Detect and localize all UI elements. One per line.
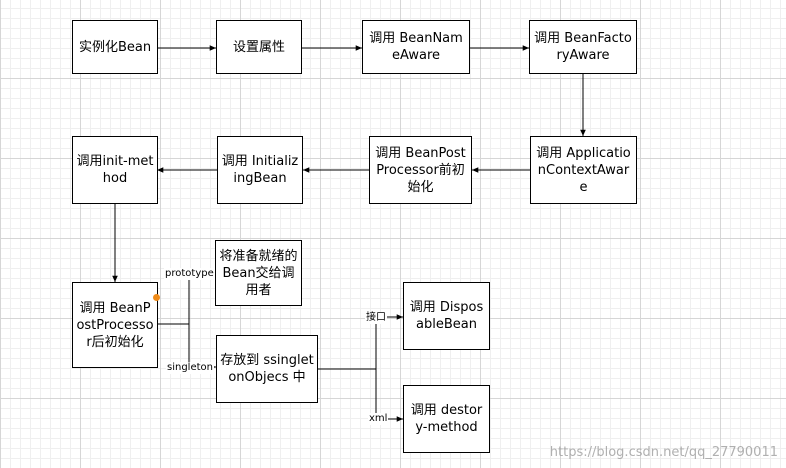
- node-give-to-caller: 将准备就绪的Bean交给调用者: [215, 240, 302, 306]
- node-label: 调用 InitializingBean: [221, 154, 299, 186]
- watermark-text: https://blog.csdn.net/qq_27790011: [549, 445, 778, 460]
- edge-label-singleton: singleton: [166, 362, 214, 374]
- node-disposable-bean: 调用 DisposableBean: [403, 282, 490, 350]
- node-label: 调用 BeanFactoryAware: [534, 31, 632, 63]
- edge-label-prototype: prototype: [164, 268, 215, 280]
- node-label: 调用 ApplicationContextAware: [536, 145, 631, 195]
- node-set-properties: 设置属性: [216, 20, 302, 74]
- node-label: 设置属性: [232, 39, 285, 55]
- node-label: 调用 DisposableBean: [409, 300, 484, 332]
- node-label: 调用 BeanPostProcessor前初始化: [375, 145, 466, 195]
- edge-label-xml: xml: [368, 413, 389, 425]
- node-bean-name-aware: 调用 BeanNameAware: [362, 20, 470, 74]
- node-app-context-aware: 调用 ApplicationContextAware: [530, 136, 637, 204]
- node-bean-factory-aware: 调用 BeanFactoryAware: [529, 20, 637, 74]
- node-label: 实例化Bean: [78, 39, 152, 55]
- node-label: 调用 destory-method: [410, 403, 483, 435]
- node-bpp-before: 调用 BeanPostProcessor前初始化: [369, 136, 472, 204]
- node-label: 存放到 ssingletonObjecs 中: [220, 353, 314, 385]
- node-init-method: 调用init-method: [72, 136, 158, 204]
- node-destroy-method: 调用 destory-method: [403, 385, 490, 453]
- node-instantiate-bean: 实例化Bean: [72, 20, 158, 74]
- node-initializing-bean: 调用 InitializingBean: [217, 136, 303, 204]
- node-label: 调用init-method: [76, 154, 154, 186]
- connection-point-dot: [153, 294, 160, 301]
- node-label: 调用 BeanNameAware: [369, 31, 463, 63]
- node-store-singleton: 存放到 ssingletonObjecs 中: [216, 335, 318, 403]
- edge-label-interface: 接口: [365, 312, 387, 324]
- node-label: 调用 BeanPostProcessor后初始化: [76, 300, 154, 350]
- node-bpp-after: 调用 BeanPostProcessor后初始化: [72, 282, 158, 368]
- node-label: 将准备就绪的Bean交给调用者: [219, 248, 298, 298]
